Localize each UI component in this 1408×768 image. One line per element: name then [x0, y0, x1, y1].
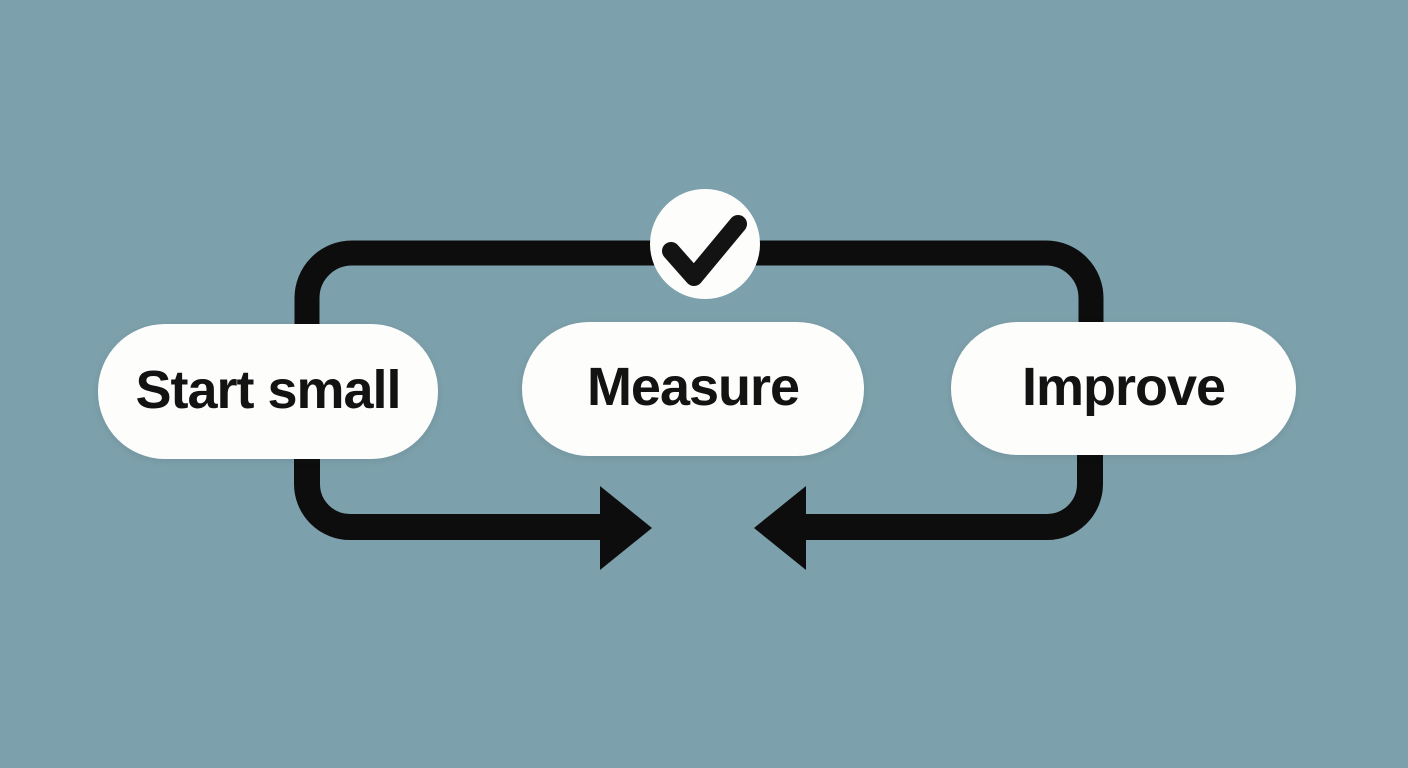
- connector-bottom-right: [804, 448, 1103, 540]
- node-improve: Improve: [951, 322, 1296, 455]
- node-label-improve: Improve: [1021, 356, 1226, 417]
- connector-bottom-left: [294, 448, 604, 540]
- arrowhead-right-icon: [600, 486, 652, 570]
- node-label-measure: Measure: [586, 357, 800, 417]
- arrowhead-left-icon: [754, 486, 806, 570]
- checkmark-badge: [650, 189, 760, 299]
- node-measure: Measure: [522, 322, 864, 456]
- checkmark-icon: [662, 215, 747, 286]
- node-label-start-small: Start small: [135, 359, 401, 420]
- node-start-small: Start small: [98, 324, 438, 459]
